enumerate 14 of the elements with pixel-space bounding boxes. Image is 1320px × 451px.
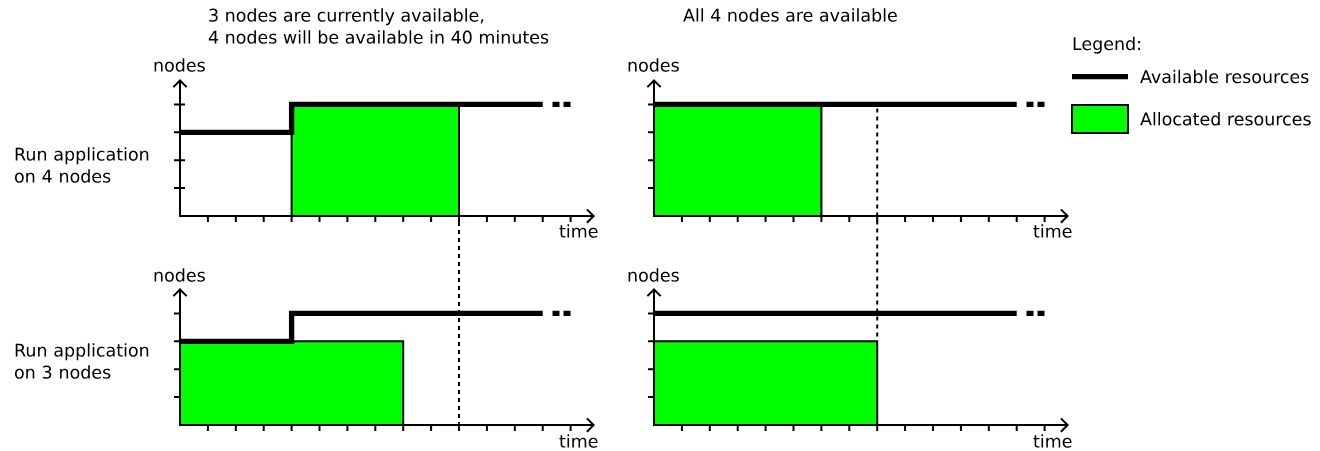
- axis-label: time: [1033, 224, 1072, 238]
- axis-label: nodes: [628, 268, 679, 282]
- axis-label: time: [1033, 434, 1072, 448]
- axis-label: nodes: [154, 58, 205, 72]
- axis-label: time: [559, 224, 598, 238]
- legend-title: Legend:: [1073, 36, 1141, 54]
- column-heading: All 4 nodes are available: [683, 8, 897, 22]
- allocation-bar: [653, 340, 879, 426]
- dashed-line: [458, 221, 460, 425]
- row-label: Run application on 4 nodes: [14, 147, 149, 183]
- legend-label: Available resources: [1140, 69, 1309, 84]
- allocation-bar: [179, 340, 405, 426]
- legend-label: Allocated resources: [1140, 112, 1311, 126]
- axis-label: nodes: [154, 268, 205, 282]
